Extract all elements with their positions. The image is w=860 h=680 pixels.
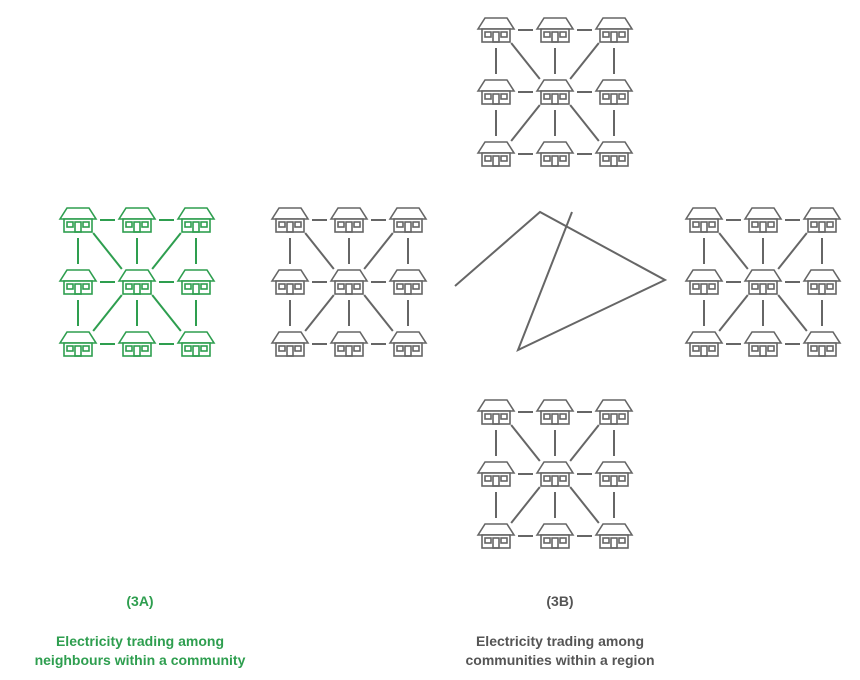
house-icon	[476, 399, 516, 425]
link-line	[151, 232, 182, 270]
house-icon	[594, 461, 634, 487]
link-line	[569, 104, 600, 142]
link-line	[777, 232, 808, 270]
house-icon	[329, 331, 369, 357]
house-icon	[535, 141, 575, 167]
house-icon	[270, 207, 310, 233]
region-network-lines	[454, 210, 668, 352]
house-icon	[476, 141, 516, 167]
house-icon	[476, 17, 516, 43]
link-line	[718, 232, 749, 270]
house-icon	[388, 269, 428, 295]
house-icon	[594, 79, 634, 105]
link-line	[151, 294, 182, 332]
house-icon	[743, 207, 783, 233]
link-line	[777, 294, 808, 332]
link-line	[510, 486, 541, 524]
panel-b-description: Electricity trading among communities wi…	[420, 632, 700, 670]
link-line	[363, 232, 394, 270]
panel-a-description-line1: Electricity trading among	[55, 633, 225, 649]
link-line	[718, 294, 749, 332]
link-line	[363, 294, 394, 332]
panel-b-tag: (3B)	[546, 593, 574, 609]
link-line	[304, 232, 335, 270]
panel-b-description-line2: communities within a region	[465, 652, 655, 668]
house-icon	[176, 331, 216, 357]
house-icon	[270, 269, 310, 295]
house-icon	[684, 269, 724, 295]
panel-a-description-line2: neighbours within a community	[34, 652, 246, 668]
panel-b-description-line1: Electricity trading among	[475, 633, 645, 649]
community-grid-east	[684, 207, 842, 357]
community-grid-north	[476, 17, 634, 167]
panel-a-tag: (3A)	[126, 593, 154, 609]
link-line	[510, 424, 541, 462]
house-icon	[329, 207, 369, 233]
house-icon	[476, 461, 516, 487]
house-icon	[476, 79, 516, 105]
panel-a-description: Electricity trading among neighbours wit…	[0, 632, 280, 670]
house-icon	[58, 269, 98, 295]
house-icon	[535, 399, 575, 425]
house-icon	[476, 523, 516, 549]
house-icon	[176, 269, 216, 295]
house-icon	[535, 523, 575, 549]
house-icon	[802, 331, 842, 357]
house-icon	[743, 269, 783, 295]
house-icon	[329, 269, 369, 295]
house-icon	[684, 331, 724, 357]
house-icon	[802, 269, 842, 295]
link-line	[510, 104, 541, 142]
house-icon	[117, 269, 157, 295]
house-icon	[594, 17, 634, 43]
house-icon	[270, 331, 310, 357]
house-icon	[594, 141, 634, 167]
community-grid-local	[270, 207, 428, 357]
community-grid-3a	[58, 207, 216, 357]
link-line	[569, 424, 600, 462]
house-icon	[535, 79, 575, 105]
link-line	[569, 486, 600, 524]
link-line	[510, 42, 541, 80]
house-icon	[684, 207, 724, 233]
link-line	[92, 232, 123, 270]
region-link	[454, 210, 668, 352]
house-icon	[743, 331, 783, 357]
house-icon	[176, 207, 216, 233]
house-icon	[535, 461, 575, 487]
community-grid-south	[476, 399, 634, 549]
house-icon	[117, 207, 157, 233]
house-icon	[535, 17, 575, 43]
house-icon	[58, 331, 98, 357]
link-line	[304, 294, 335, 332]
house-icon	[58, 207, 98, 233]
house-icon	[594, 399, 634, 425]
house-icon	[388, 207, 428, 233]
house-icon	[388, 331, 428, 357]
house-icon	[802, 207, 842, 233]
link-line	[569, 42, 600, 80]
house-icon	[117, 331, 157, 357]
link-line	[92, 294, 123, 332]
house-icon	[594, 523, 634, 549]
